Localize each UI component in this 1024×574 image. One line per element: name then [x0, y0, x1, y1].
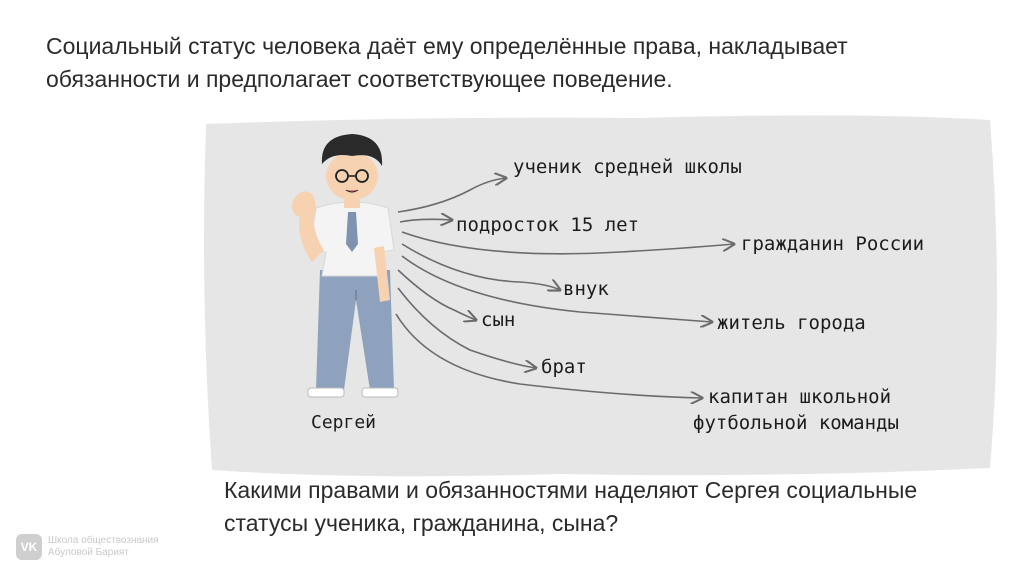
status-teen: подросток 15 лет: [456, 214, 640, 236]
pants: [316, 270, 394, 390]
status-brother: брат: [541, 356, 587, 378]
hand: [292, 191, 316, 216]
arrow-son: [397, 269, 476, 320]
arrow-student: [397, 178, 506, 213]
intro-text: Социальный статус человека даёт ему опре…: [46, 30, 986, 96]
arrow-resident: [401, 255, 712, 322]
status-captain-line2: футбольной команды: [693, 412, 899, 434]
status-citizen: гражданин России: [741, 233, 925, 255]
status-captain-line1: капитан школьной: [708, 386, 892, 408]
vk-logo-icon: VK: [16, 534, 42, 560]
status-grandson: внук: [563, 278, 609, 300]
arrow-grandson: [401, 243, 560, 290]
arrow-citizen: [401, 231, 734, 255]
arrow-captain: [395, 313, 702, 398]
person-name: Сергей: [311, 412, 377, 433]
status-resident: житель города: [717, 312, 866, 334]
question-line-2: статусы ученика, гражданина, сына?: [224, 510, 619, 536]
hair: [321, 134, 383, 166]
status-student: ученик средней школы: [513, 156, 742, 178]
question-line-1: Какими правами и обязанностями наделяют …: [224, 477, 918, 503]
paper-background: [204, 115, 997, 477]
intro-line-1: Социальный статус человека даёт ему опре…: [46, 33, 848, 59]
arrow-teen: [399, 219, 452, 222]
status-son: сын: [481, 309, 516, 331]
lower-arm: [374, 246, 390, 302]
arrow-brother: [397, 287, 536, 368]
raised-arm: [299, 212, 324, 262]
watermark-line-1: Школа обществознания: [48, 535, 159, 546]
intro-line-2: обязанности и предполагает соответствующ…: [46, 66, 673, 92]
person-illustration: [292, 134, 399, 398]
tie: [346, 212, 358, 252]
left-shoe: [307, 387, 345, 398]
status-arrows: [395, 178, 734, 398]
right-shoe: [361, 387, 399, 398]
question-text: Какими правами и обязанностями наделяют …: [224, 474, 1004, 540]
watermark-line-2: Абуловой Барият: [48, 547, 129, 558]
watermark: VK Школа обществознания Абуловой Барият: [16, 534, 159, 560]
